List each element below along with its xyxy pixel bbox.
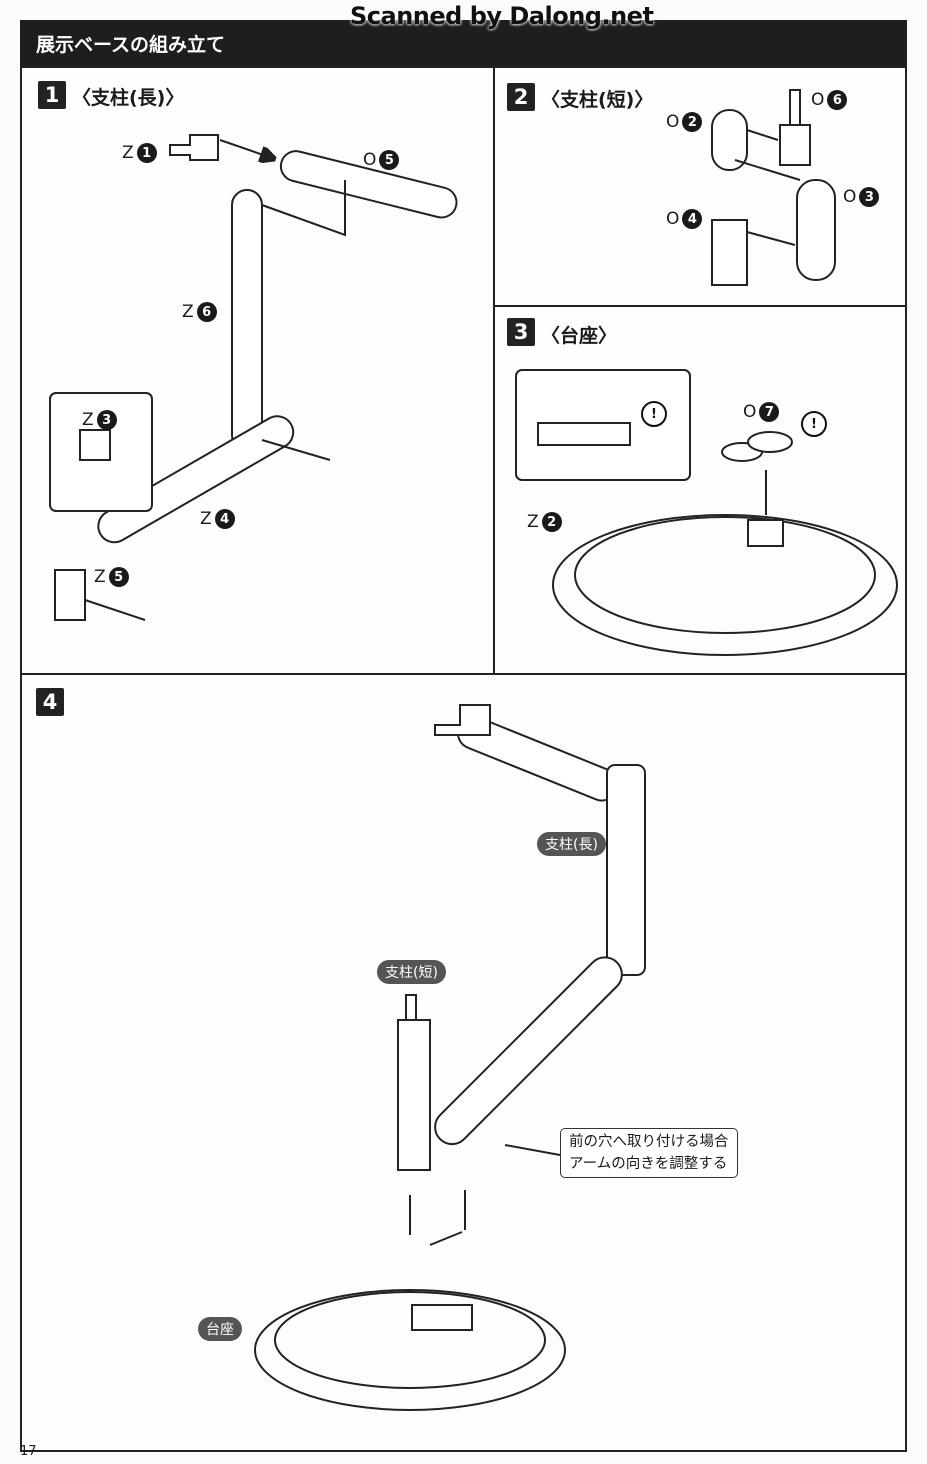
part-prefix: O bbox=[811, 90, 825, 110]
part-prefix: Z bbox=[122, 143, 134, 163]
part-number: 7 bbox=[759, 402, 780, 422]
part-prefix: O bbox=[843, 187, 857, 207]
caution-icon: ! bbox=[801, 411, 827, 437]
note-line: 前の穴へ取り付ける場合 bbox=[569, 1134, 729, 1150]
step-1-number: 1 bbox=[38, 81, 66, 109]
note-line: アームの向きを調整する bbox=[569, 1156, 728, 1172]
page-number: 17 bbox=[20, 1444, 37, 1459]
part-number: 6 bbox=[827, 90, 848, 110]
step2-drawing bbox=[711, 89, 836, 286]
part-prefix: Z bbox=[527, 512, 539, 532]
section-header bbox=[20, 20, 907, 66]
step-2-number: 2 bbox=[507, 83, 535, 111]
step-1-title: 〈支柱(長)〉 bbox=[72, 87, 185, 109]
short-post-label: 支柱(短) bbox=[377, 960, 446, 984]
part-number: 3 bbox=[859, 187, 880, 207]
part-prefix: O bbox=[363, 150, 377, 170]
part-number: 2 bbox=[682, 112, 703, 132]
part-prefix: Z bbox=[200, 509, 212, 529]
part-number: 1 bbox=[136, 143, 157, 163]
part-prefix: O bbox=[743, 402, 757, 422]
part-prefix: O bbox=[666, 209, 680, 229]
adjustment-note: 前の穴へ取り付ける場合 アームの向きを調整する bbox=[560, 1128, 738, 1178]
part-prefix: Z bbox=[94, 567, 106, 587]
step-2-title: 〈支柱(短)〉 bbox=[541, 89, 654, 111]
part-number: 6 bbox=[196, 302, 217, 322]
part-number: 2 bbox=[541, 512, 562, 532]
part-prefix: Z bbox=[182, 302, 194, 322]
watermark: Scanned by Dalong.net bbox=[350, 2, 654, 30]
part-prefix: Z bbox=[82, 410, 94, 430]
caution-icon: ! bbox=[641, 401, 667, 427]
part-number: 5 bbox=[379, 150, 400, 170]
step-3-title: 〈台座〉 bbox=[541, 325, 618, 347]
step3-drawing bbox=[515, 369, 898, 656]
part-number: 4 bbox=[214, 509, 235, 529]
step-4-number: 4 bbox=[36, 688, 64, 716]
part-number: 4 bbox=[682, 209, 703, 229]
step-3-number: 3 bbox=[507, 318, 535, 346]
step4-drawing bbox=[254, 704, 646, 1411]
part-number: 3 bbox=[96, 410, 117, 430]
section-title: 展示ベースの組み立て bbox=[36, 34, 226, 56]
part-prefix: O bbox=[666, 112, 680, 132]
step1-drawing bbox=[49, 134, 458, 621]
base-label: 台座 bbox=[198, 1317, 242, 1341]
part-number: 5 bbox=[108, 567, 129, 587]
long-post-label: 支柱(長) bbox=[537, 832, 606, 856]
